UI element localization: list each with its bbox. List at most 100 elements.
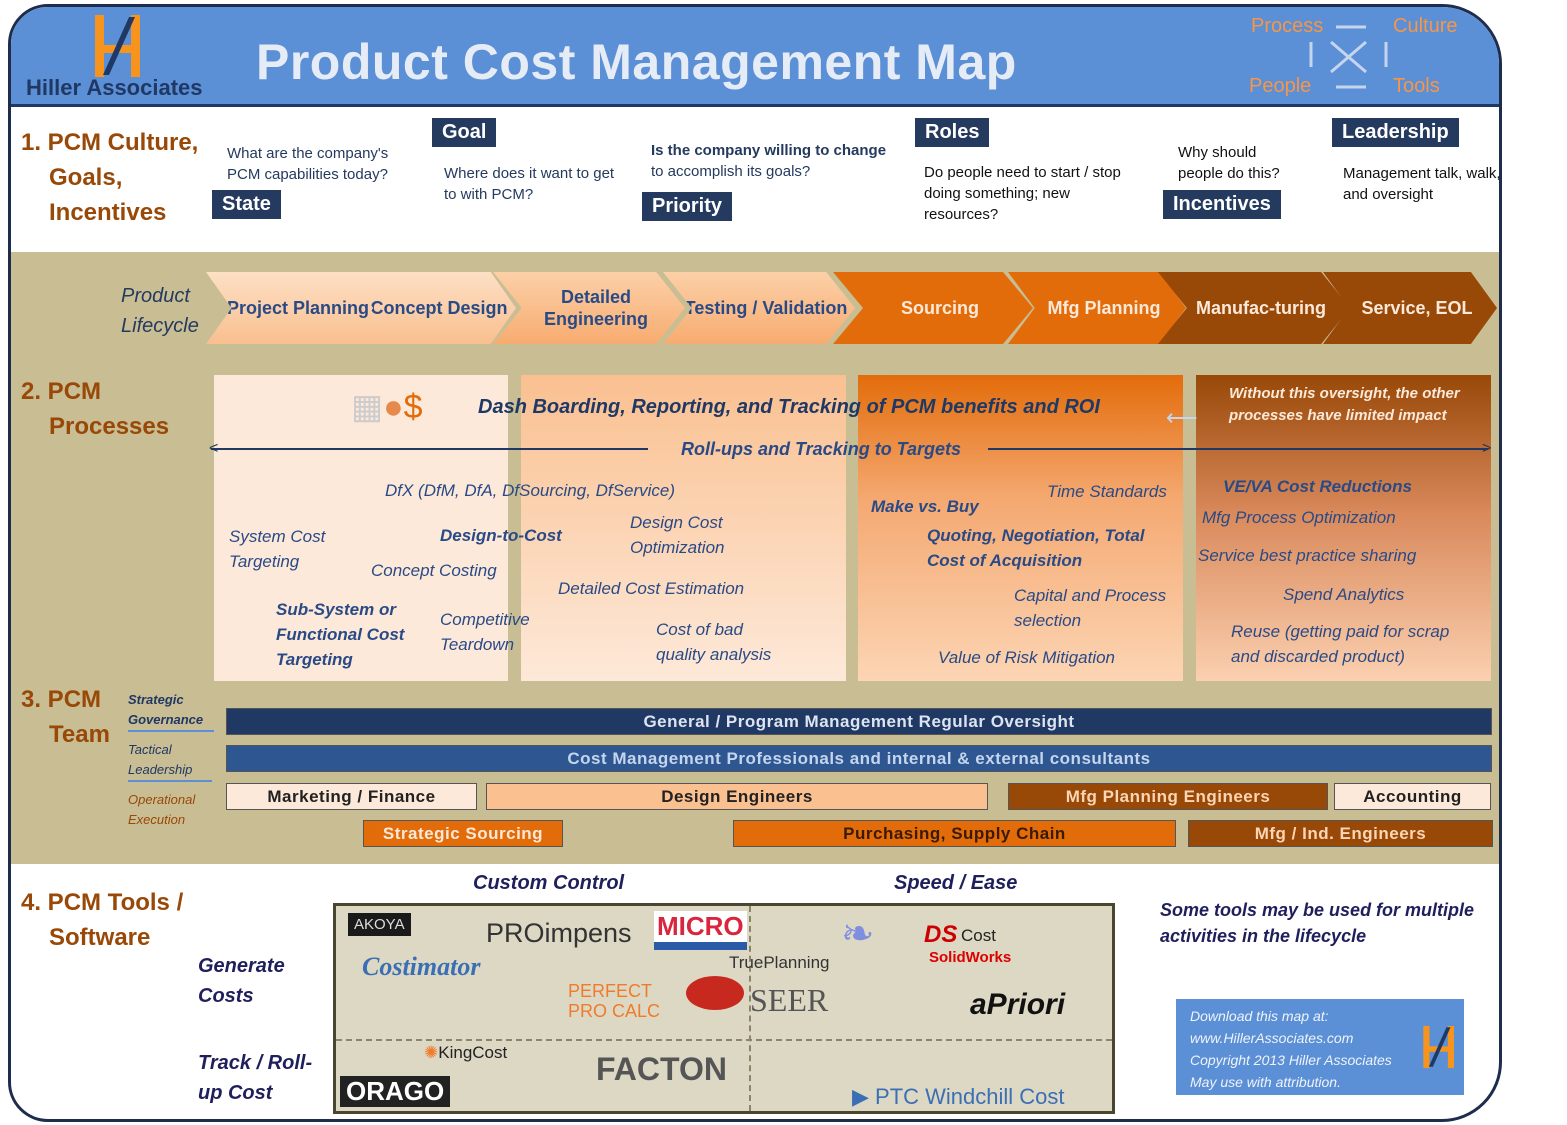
state-question: What are the company's PCM capabilities … (227, 145, 389, 183)
section4-heading: 4. PCM Tools /Software (21, 889, 184, 951)
dashboard-icons: ▦●$ (351, 387, 423, 427)
axis-custom-control: Custom Control (473, 872, 625, 894)
dashboard-text: Dash Boarding, Reporting, and Tracking o… (478, 396, 1100, 418)
process-detailed-cost-estimation: Detailed Cost Estimation (558, 579, 745, 598)
priority-question: Is the company willing to change to acco… (651, 142, 887, 180)
process-reuse: Reuse (getting paid for scrap and discar… (1231, 622, 1450, 666)
logo-solidworks: SolidWorks (929, 949, 1012, 966)
process-cost-of-bad-quality: Cost of bad quality analysis (656, 620, 772, 664)
process-time-standards: Time Standards (1047, 482, 1167, 501)
incentives-question: Why should people do this? (1178, 144, 1280, 182)
level-strategic: Strategic Governance (128, 690, 214, 732)
logo-apriori: aPriori (970, 988, 1066, 1021)
process-capital-selection: Capital and Process selection (1014, 586, 1167, 630)
roles-tag: Roles (915, 118, 990, 147)
hiller-small-logo-icon (1423, 1025, 1454, 1069)
corner-tools: Tools (1393, 75, 1440, 97)
goal-question: Where does it want to get to with PCM? (444, 165, 615, 203)
arrowhead-left-icon: < (209, 440, 219, 457)
process-spend-analytics: Spend Analytics (1283, 585, 1405, 604)
row-track-rollup: Track / Roll-up Cost (198, 1052, 313, 1104)
logo-seer: SEER (750, 982, 829, 1018)
process-concept-costing: Concept Costing (371, 561, 497, 580)
stage-manufacturing: Manufac-turing (1158, 272, 1350, 344)
logo-facton: FACTON (596, 1051, 727, 1087)
dollar-icon: $ (403, 388, 423, 426)
team-bar-general-oversight: General / Program Management Regular Ove… (226, 708, 1492, 735)
tools-note: Some tools may be used for multiple acti… (1160, 900, 1475, 946)
hiller-logo-icon (95, 15, 140, 77)
process-design-to-cost: Design-to-Cost (440, 526, 562, 545)
logo-blue-glyph-icon: ❧ (841, 912, 875, 956)
logo-kingcost: ✺KingCost (424, 1043, 508, 1062)
stage-mfg-planning: Mfg Planning (1008, 272, 1186, 344)
stage-sourcing: Sourcing (833, 272, 1033, 344)
download-box: Download this map at: www.HillerAssociat… (1176, 999, 1464, 1095)
process-service-best-practice: Service best practice sharing (1198, 546, 1417, 565)
company-name: Hiller Associates (26, 75, 203, 100)
website-link[interactable]: www.HillerAssociates.com (1190, 1030, 1354, 1046)
seer-swirl-icon (686, 976, 744, 1010)
arrow-left-icon: ⟵ (1166, 405, 1198, 430)
logo-micro: MICRO (654, 911, 747, 950)
level-tactical: Tactical Leadership (128, 740, 212, 782)
state-tag: State (212, 190, 281, 219)
logo-orago: ORAGO (340, 1076, 451, 1107)
page-title: Product Cost Management Map (256, 34, 1017, 90)
process-dfx: DfX (DfM, DfA, DfSourcing, DfService) (385, 481, 676, 500)
process-mfg-optimization: Mfg Process Optimization (1202, 508, 1396, 527)
rollups-text: Roll-ups and Tracking to Targets (681, 439, 962, 459)
process-make-vs-buy: Make vs. Buy (871, 497, 979, 516)
cross-arrows-icon (1309, 25, 1388, 89)
team-bar-strategic-sourcing: Strategic Sourcing (363, 820, 563, 847)
incentives-tag: Incentives (1163, 190, 1281, 219)
horizontal-divider (336, 1039, 1112, 1041)
logo-proimpens: PROimpens (486, 918, 632, 948)
process-column-4 (1196, 375, 1491, 681)
team-bar-design-engineers: Design Engineers (486, 783, 988, 810)
logo-ptc-windchill: ▶ PTC Windchill Cost (852, 1084, 1065, 1109)
level-operational: Operational Execution (128, 792, 196, 827)
row-generate-costs: Generate Costs (198, 955, 285, 1007)
corner-process: Process (1251, 15, 1324, 37)
goal-tag: Goal (432, 118, 497, 147)
oversight-note: Without this oversight, the other proces… (1229, 385, 1460, 424)
team-bar-mfg-ind-engineers: Mfg / Ind. Engineers (1188, 820, 1493, 847)
process-quoting: Quoting, Negotiation, Total Cost of Acqu… (927, 526, 1145, 570)
logo-costimator: Costimator (362, 952, 481, 981)
vertical-divider (749, 906, 751, 1111)
team-bar-cost-professionals: Cost Management Professionals and intern… (226, 745, 1492, 772)
process-risk-mitigation: Value of Risk Mitigation (938, 648, 1116, 667)
stage-project-planning: Project Planning (206, 272, 376, 344)
process-column-2 (521, 375, 846, 681)
tools-matrix: AKOYA PROimpens MICRO Costimator TruePla… (333, 903, 1115, 1114)
axis-speed-ease: Speed / Ease (894, 872, 1018, 894)
team-bar-accounting: Accounting (1334, 783, 1491, 810)
arrowhead-right-icon: > (1482, 440, 1492, 457)
team-bar-mfg-planning-engineers: Mfg Planning Engineers (1008, 783, 1328, 810)
team-bar-purchasing: Purchasing, Supply Chain (733, 820, 1176, 847)
priority-tag: Priority (642, 192, 733, 221)
rollup-arrow-left (211, 448, 648, 450)
logo-trueplanning: TruePlanning (729, 953, 830, 972)
team-bar-marketing-finance: Marketing / Finance (226, 783, 477, 810)
process-subsystem-targeting: Sub-System or Functional Cost Targeting (276, 600, 405, 669)
process-competitive-teardown: Competitive Teardown (440, 610, 530, 654)
corner-people: People (1249, 75, 1312, 97)
section1-heading: 1. PCM Culture,Goals,Incentives (21, 129, 199, 226)
pie-icon: ● (383, 388, 404, 426)
stage-detailed-engineering: Detailed Engineering (493, 272, 685, 344)
stage-concept-design: Concept Design (348, 272, 516, 344)
header: Hiller Associates Product Cost Managemen… (11, 7, 1499, 107)
chart-icon: ▦ (351, 388, 384, 426)
corner-culture: Culture (1393, 15, 1458, 37)
process-system-cost-targeting: System Cost Targeting (229, 527, 326, 571)
stage-testing-validation: Testing / Validation (663, 272, 855, 344)
process-column-3 (858, 375, 1183, 681)
roles-question: Do people need to start / stop doing som… (924, 164, 1121, 223)
map-frame: Hiller Associates Product Cost Managemen… (8, 4, 1502, 1122)
stage-service-eol: Service, EOL (1323, 272, 1497, 344)
leadership-text: Management talk, walk, and oversight (1343, 165, 1501, 203)
